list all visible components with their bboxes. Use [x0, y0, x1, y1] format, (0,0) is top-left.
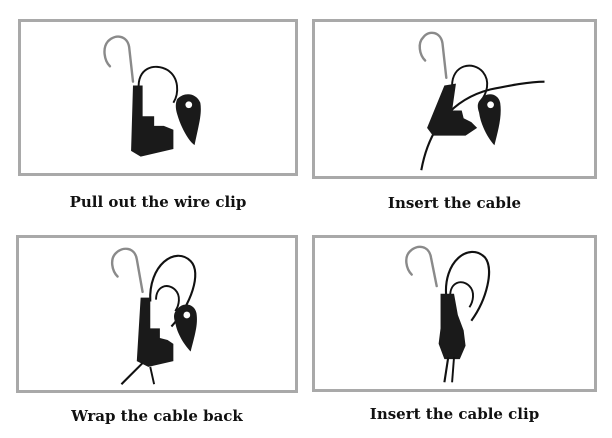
step-4-panel: [312, 235, 597, 392]
wedge-hole: [185, 101, 193, 109]
step-1-illustration: [103, 35, 201, 157]
step-4-illustration: [405, 245, 491, 383]
s-hook: [405, 245, 438, 288]
wire-loop: [155, 285, 180, 312]
wedge-clip: [174, 304, 197, 352]
wedge-hole: [487, 101, 494, 109]
step-2-caption: Insert the cable: [387, 194, 522, 212]
s-hook: [418, 31, 448, 80]
cable: [443, 357, 450, 383]
cable: [120, 362, 144, 385]
clip-body: [438, 293, 466, 360]
s-hook: [110, 247, 144, 294]
wrap-loop: [444, 250, 491, 322]
clip-body: [131, 85, 174, 157]
step-3-panel: [16, 235, 298, 393]
cable-end: [451, 357, 455, 383]
step-2-panel: [312, 19, 597, 179]
wire-loop: [449, 281, 474, 308]
step-1-panel: [18, 19, 298, 176]
wrap-loop: [149, 254, 197, 328]
wire-loop: [137, 65, 179, 104]
cable: [420, 80, 545, 171]
clip-body: [136, 297, 174, 367]
step-4-caption: Insert the cable clip: [369, 405, 540, 423]
wedge-clip: [477, 94, 501, 146]
s-hook: [103, 35, 135, 83]
wedge-hole: [183, 311, 191, 319]
step-3-illustration: [110, 247, 197, 385]
wire-loop: [451, 64, 489, 102]
step-1-caption: Pull out the wire clip: [69, 193, 247, 211]
step-3-caption: Wrap the cable back: [71, 407, 243, 425]
wedge-clip: [175, 94, 201, 146]
clip-body: [427, 83, 478, 136]
cable-end: [149, 366, 156, 385]
step-2-illustration: [418, 31, 545, 171]
